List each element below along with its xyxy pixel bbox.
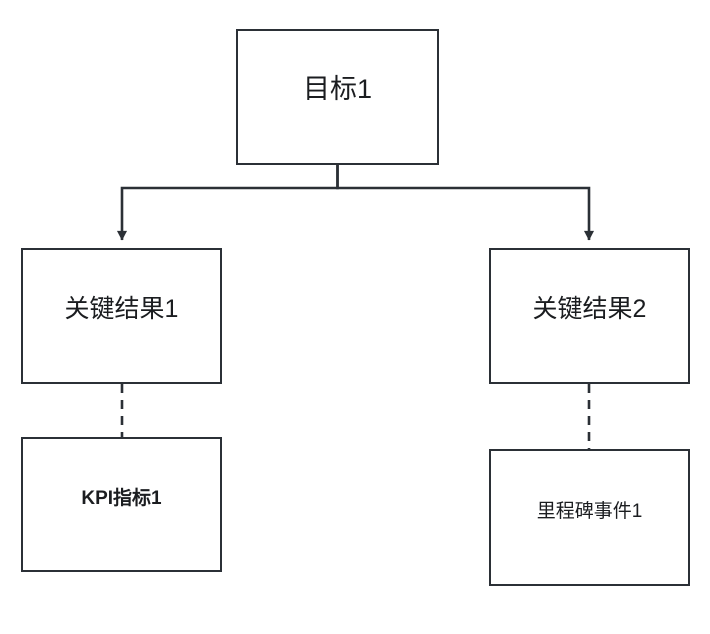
node-key-result-2[interactable]: 关键结果2 [489, 248, 690, 384]
edge-objective-to-key-result-2 [336, 165, 595, 241]
node-key-result-1[interactable]: 关键结果1 [21, 248, 222, 384]
node-objective[interactable]: 目标1 [236, 29, 439, 165]
node-kpi-1[interactable]: KPI指标1 [21, 437, 222, 572]
node-key-result-2-label: 关键结果2 [532, 295, 647, 323]
node-milestone-1-label: 里程碑事件1 [536, 501, 643, 523]
node-milestone-1[interactable]: 里程碑事件1 [489, 449, 690, 586]
node-key-result-1-label: 关键结果1 [64, 295, 179, 323]
edge-objective-to-key-result-1 [116, 165, 339, 241]
node-kpi-1-label: KPI指标1 [81, 488, 162, 510]
node-objective-label: 目标1 [302, 73, 373, 104]
